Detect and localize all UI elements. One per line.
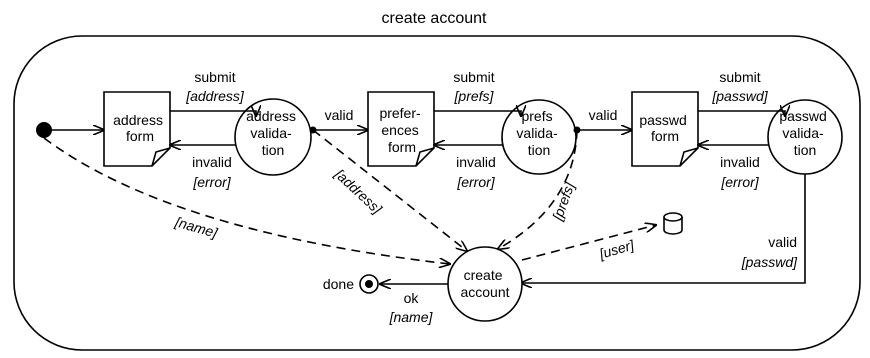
done-label: done — [323, 276, 354, 292]
edge-submit-passwd — [698, 111, 785, 116]
invalid-passwd-label: invalid — [720, 154, 760, 170]
preferences-form-label: prefer- ences form — [379, 105, 424, 155]
submit-address-guard: [address] — [185, 88, 245, 104]
valid-address-label: valid — [325, 107, 354, 123]
ok-label: ok — [404, 290, 420, 306]
submit-prefs-guard: [prefs] — [454, 88, 495, 104]
valid-passwd-guard: [passwd] — [741, 254, 798, 270]
submit-prefs-label: submit — [453, 69, 494, 85]
edge-valid-passwd — [521, 174, 806, 283]
diagram-title: create account — [382, 10, 488, 27]
edge-submit-address — [170, 111, 256, 116]
initial-node — [36, 122, 52, 138]
flow-name — [43, 137, 450, 264]
final-node-dot — [365, 280, 373, 288]
preferences-form-corner — [415, 147, 435, 167]
address-validation-node — [234, 98, 312, 176]
flow-address — [312, 129, 467, 251]
database-icon — [663, 212, 683, 235]
flow-address-label: [address] — [331, 165, 386, 217]
ok-guard: [name] — [389, 309, 434, 325]
passwd-form-corner — [679, 147, 699, 167]
invalid-passwd-guard: [error] — [720, 174, 759, 190]
address-form-label: address form — [113, 112, 167, 144]
valid-prefs-label: valid — [589, 107, 618, 123]
valid-passwd-label: valid — [768, 234, 797, 250]
flow-user — [521, 225, 656, 261]
prefs-validation-label: prefs valida- tion — [516, 108, 561, 158]
flow-prefs — [498, 129, 578, 249]
passwd-form-object — [631, 91, 699, 167]
create-account-label: create account — [460, 267, 509, 300]
preferences-form-object — [367, 91, 435, 167]
submit-passwd-label: submit — [719, 69, 760, 85]
submit-address-label: submit — [194, 69, 235, 85]
invalid-address-guard: [error] — [192, 174, 231, 190]
passwd-form-label: passwd form — [639, 112, 690, 144]
flow-user-label: [user] — [597, 236, 637, 262]
address-form-object — [103, 91, 171, 167]
edge-submit-prefs — [434, 111, 521, 116]
passwd-validation-label: passwd valida- tion — [779, 108, 830, 158]
address-form-corner — [151, 147, 171, 167]
invalid-prefs-guard: [error] — [456, 174, 495, 190]
submit-passwd-guard: [passwd] — [711, 88, 768, 104]
invalid-prefs-label: invalid — [456, 154, 496, 170]
invalid-address-label: invalid — [192, 154, 232, 170]
activity-frame — [13, 35, 861, 351]
